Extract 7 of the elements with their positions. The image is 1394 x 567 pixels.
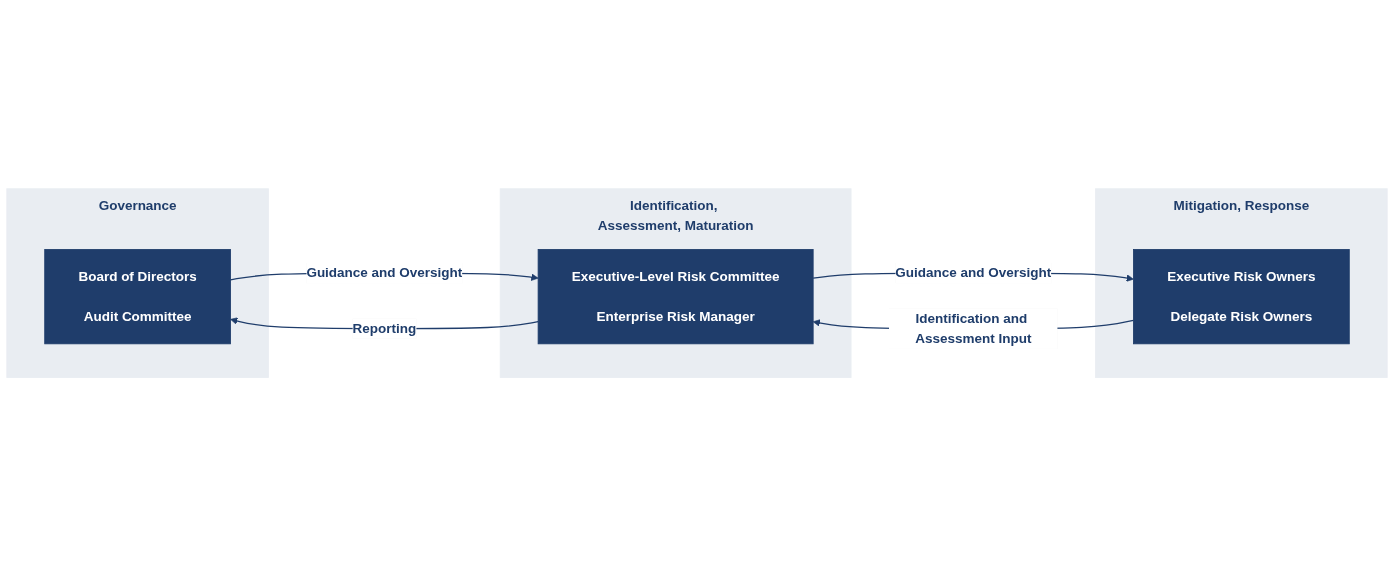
node-box: Executive Risk Owners Delegate Risk Owners xyxy=(1133,249,1350,345)
node-box: Board of Directors Audit Committee xyxy=(44,249,231,345)
edge-label: Guidance and Oversight xyxy=(895,265,1052,281)
edge-label: Identification and Assessment Input xyxy=(915,311,1032,346)
edge-label: Guidance and Oversight xyxy=(306,265,463,281)
edge-label: Reporting xyxy=(352,321,417,336)
node-box: Executive-Level Risk Committee Enterprise Risk Manager xyxy=(537,249,814,345)
